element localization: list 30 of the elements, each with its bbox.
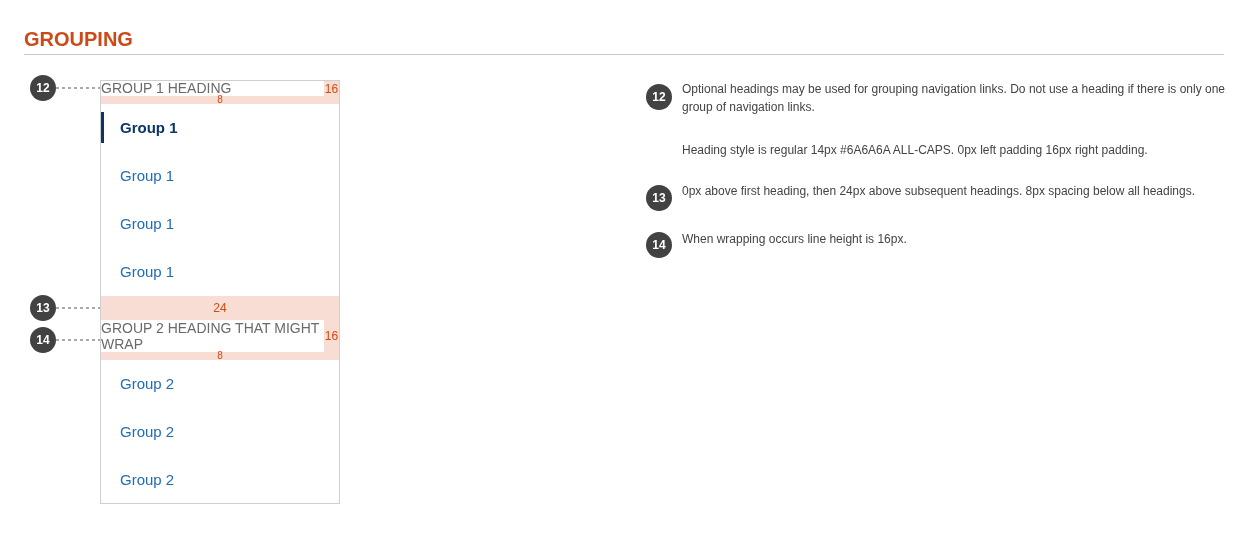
group-heading: GROUP 2 HEADING THAT MIGHT WRAP	[101, 320, 323, 352]
nav-link: Group 1	[120, 261, 175, 282]
leader-line	[55, 87, 102, 89]
callout-number: 13	[646, 185, 672, 211]
dimension-label: 24	[213, 302, 227, 314]
callout-note: Heading style is regular 14px #6A6A6A ALL-CAPS. 0px left padding 16px right padding.	[682, 142, 1149, 159]
nav-link: Group 1	[120, 165, 175, 186]
callout-number: 12	[30, 75, 56, 101]
dimension-label: 8	[217, 95, 223, 105]
callout-number: 14	[646, 232, 672, 258]
navigation-panel	[100, 80, 340, 504]
nav-link: Group 2	[120, 469, 175, 490]
section-title: GROUPING	[24, 27, 133, 51]
leader-line	[55, 339, 102, 341]
dimension-label: 8	[217, 351, 223, 361]
callout-number: 12	[646, 84, 672, 110]
active-nav-link: Group 1	[101, 111, 178, 143]
callout-note: When wrapping occurs line height is 16px.	[682, 231, 908, 248]
group-heading: GROUP 1 HEADING	[101, 80, 232, 96]
nav-link: Group 2	[120, 421, 175, 442]
dimension-label: 16	[324, 82, 339, 95]
dimension-label: 16	[324, 330, 339, 342]
nav-link: Group 2	[120, 373, 175, 394]
leader-line	[55, 307, 102, 309]
callout-note: Optional headings may be used for grouping navigation links. Do not use a heading if there is only one group of navigation links.	[682, 81, 1227, 116]
callout-number: 14	[30, 327, 56, 353]
spacing-band	[101, 296, 339, 320]
callout-number: 13	[30, 295, 56, 321]
callout-note: 0px above first heading, then 24px above subsequent headings. 8px spacing below all headings.	[682, 183, 1197, 200]
nav-link: Group 1	[120, 213, 175, 234]
